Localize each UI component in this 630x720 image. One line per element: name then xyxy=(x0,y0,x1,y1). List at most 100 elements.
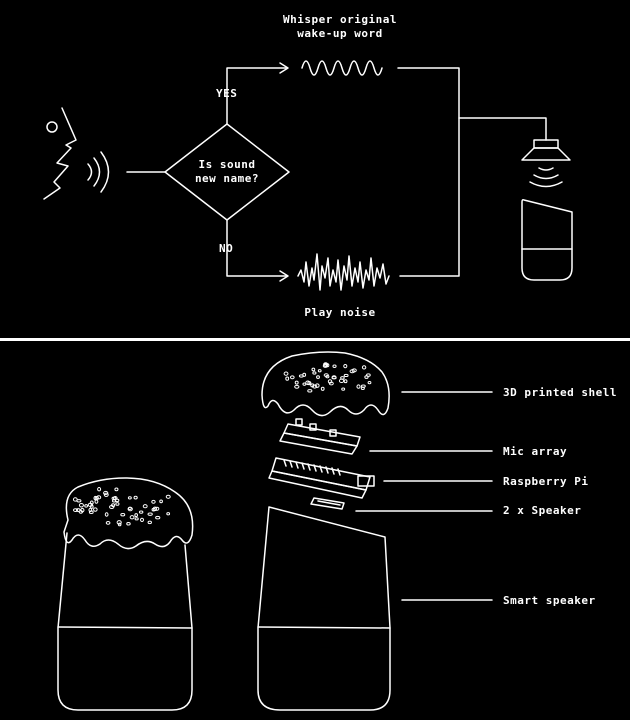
label-raspberry-pi: Raspberry Pi xyxy=(503,475,589,488)
perforation-dot xyxy=(128,506,132,510)
label-speaker: 2 x Speaker xyxy=(503,504,582,517)
flowchart-drawing xyxy=(43,60,573,291)
speaker-driver-icon xyxy=(521,139,571,161)
perforation-dot xyxy=(88,507,93,513)
perforation-dot xyxy=(317,369,322,373)
no-branch-line xyxy=(226,219,287,277)
perforation-dot xyxy=(114,487,119,492)
shell-perforation-icon xyxy=(72,487,171,527)
perforation-dot xyxy=(87,502,93,507)
perforation-dot xyxy=(133,495,138,500)
assembled-device-illustration xyxy=(57,477,194,711)
perforation-dot xyxy=(343,373,349,378)
perforation-dot xyxy=(323,373,329,377)
hardware-panel: 3D printed shell Mic array Raspberry Pi … xyxy=(0,341,630,720)
perforation-dot xyxy=(155,515,161,520)
assembled-body-outline xyxy=(57,532,193,711)
perforation-dot xyxy=(338,378,345,384)
perforation-dot xyxy=(142,504,148,509)
whisper-title: Whisper original wake-up word xyxy=(270,13,410,41)
perforation-dot xyxy=(93,507,98,512)
perforation-dot xyxy=(340,376,345,380)
perforation-dot xyxy=(109,505,115,510)
perforation-dot xyxy=(361,365,367,370)
perforation-dot xyxy=(314,383,320,388)
perforation-dot xyxy=(97,487,102,492)
decision-text: Is sound new name? xyxy=(177,158,277,186)
perforation-dot xyxy=(294,384,300,389)
hardware-drawing xyxy=(57,351,493,711)
perforation-dot xyxy=(360,384,366,388)
perforation-dot xyxy=(302,382,307,386)
perforation-dot xyxy=(159,499,163,504)
whisper-title-line1: Whisper original xyxy=(283,13,397,26)
perforation-dot xyxy=(165,494,171,499)
yes-arrow-icon xyxy=(279,62,289,74)
perforation-dot xyxy=(343,364,348,369)
perforation-dot xyxy=(356,384,361,389)
perforation-dot xyxy=(285,376,290,381)
smart-speaker-body-outline xyxy=(257,506,391,711)
speaker-unit-illustration xyxy=(310,497,345,510)
label-3d-printed-shell: 3D printed shell xyxy=(503,386,617,399)
perforation-dot xyxy=(75,508,81,512)
perforation-dot xyxy=(88,510,94,515)
yes-label: YES xyxy=(216,87,238,100)
perforation-dot xyxy=(93,495,98,501)
noise-wave-icon xyxy=(297,253,390,291)
perforation-dot xyxy=(323,362,329,367)
perforation-dot xyxy=(283,371,289,376)
perforation-dot xyxy=(332,364,337,368)
perforation-dot xyxy=(289,375,295,380)
perforation-dot xyxy=(349,369,355,374)
perforation-dot xyxy=(72,497,78,502)
perforation-dot xyxy=(327,379,333,384)
whisper-wave-icon xyxy=(301,60,383,76)
perforation-dot xyxy=(307,389,313,393)
yes-branch-line xyxy=(226,67,287,125)
perforation-dot xyxy=(311,367,316,372)
perforation-dot xyxy=(316,375,320,379)
no-arrow-icon xyxy=(279,270,289,282)
perforation-dot xyxy=(140,517,145,522)
raspberry-pi-board-illustration xyxy=(268,457,375,499)
perforation-dot xyxy=(103,492,109,497)
perforation-dot xyxy=(78,503,84,508)
perforation-dot xyxy=(129,515,135,520)
perforation-dot xyxy=(127,496,132,500)
perforation-dot xyxy=(298,374,304,378)
speaking-face-icon xyxy=(43,107,77,200)
panel-divider xyxy=(0,338,630,341)
flowchart-panel: Whisper original wake-up word Is sound n… xyxy=(0,0,630,338)
perforation-dot xyxy=(115,502,120,506)
smart-speaker-small-icon xyxy=(521,199,573,281)
perforation-dot xyxy=(138,510,144,514)
perforation-dot xyxy=(331,375,337,380)
perforation-dot xyxy=(116,520,122,525)
perforation-dot xyxy=(310,383,315,388)
assembled-band-line xyxy=(57,626,193,629)
perforation-dot xyxy=(73,508,79,512)
mic-array-board-illustration xyxy=(279,418,361,455)
perforation-dot xyxy=(134,517,139,521)
label-mic-array: Mic array xyxy=(503,445,568,458)
perforation-dot xyxy=(111,496,117,501)
decision-text-line1: Is sound xyxy=(198,158,256,171)
perforation-dot xyxy=(320,386,325,391)
perforation-dot xyxy=(126,521,131,526)
perforation-dot xyxy=(152,506,158,512)
sound-output-icon xyxy=(529,167,563,188)
perforation-dot xyxy=(341,387,346,391)
perforation-dot xyxy=(80,507,85,513)
perforation-dot xyxy=(166,512,171,516)
perforation-dot xyxy=(94,499,99,504)
play-noise-label: Play noise xyxy=(304,306,376,319)
whisper-title-line2: wake-up word xyxy=(297,27,383,40)
perforation-dot xyxy=(105,521,111,525)
perforation-dot xyxy=(117,522,122,527)
perforation-dot xyxy=(147,520,152,525)
merge-line xyxy=(397,67,460,277)
output-line xyxy=(458,117,547,141)
perforation-dot xyxy=(312,371,317,375)
